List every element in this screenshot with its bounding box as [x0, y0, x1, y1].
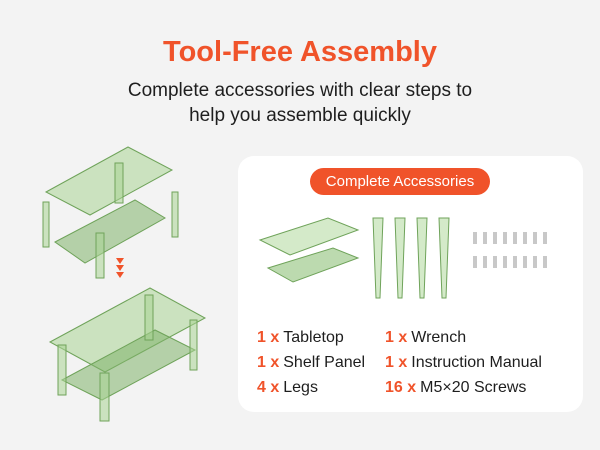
- quantity: 4 x: [257, 379, 280, 396]
- item-name: M5×20 Screws: [420, 379, 527, 396]
- accessories-illustration: [258, 217, 547, 299]
- quantity: 1 x: [385, 354, 408, 371]
- subtitle: Complete accessories with clear steps to…: [0, 78, 600, 128]
- exploded-table-illustration: [42, 146, 207, 422]
- accessories-badge: Complete Accessories: [310, 168, 490, 195]
- quantity: 1 x: [257, 354, 280, 371]
- item-name: Tabletop: [283, 329, 344, 346]
- quantity: 1 x: [257, 329, 280, 346]
- quantity: 16 x: [385, 379, 417, 396]
- quantity: 1 x: [385, 329, 408, 346]
- accessories-card: [238, 156, 583, 412]
- item-name: Shelf Panel: [283, 354, 366, 371]
- item-name: Legs: [283, 379, 318, 396]
- subtitle-line: help you assemble quickly: [189, 105, 411, 126]
- item-name: Instruction Manual: [411, 354, 542, 371]
- subtitle-line: Complete accessories with clear steps to: [127, 80, 473, 101]
- page-title: Tool-Free Assembly: [163, 36, 437, 68]
- item-name: Wrench: [411, 329, 467, 346]
